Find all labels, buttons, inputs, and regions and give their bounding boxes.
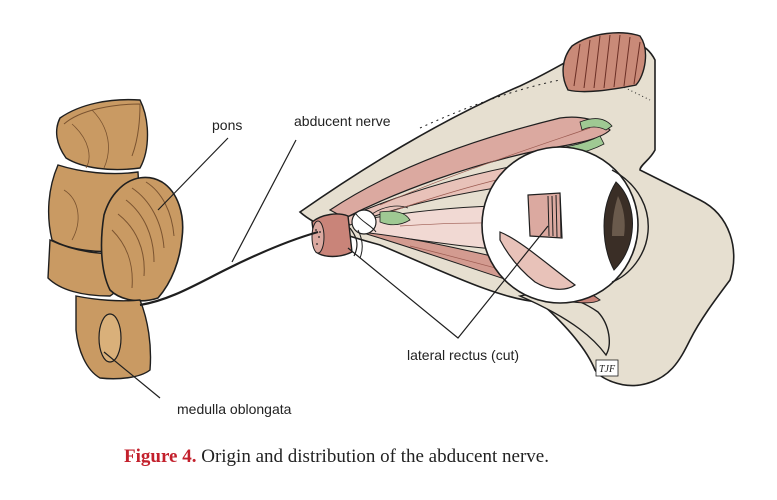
- lateral-rectus-leader: [347, 225, 549, 339]
- svg-text:TJF: TJF: [599, 364, 616, 375]
- abducent-nerve-label: abducent nerve: [294, 113, 391, 129]
- pons-label: pons: [212, 117, 243, 133]
- pons-leader: [157, 137, 229, 211]
- inferior-muscle: [499, 231, 577, 290]
- abducent-nerve-line: [139, 230, 319, 307]
- medulla-leader: [103, 351, 161, 399]
- annular-tendon: [349, 205, 409, 259]
- lateral-rectus-cut-end: [311, 213, 353, 258]
- leader-lines: [103, 137, 549, 399]
- figure-number: Figure 4.: [124, 446, 197, 467]
- medulla-oblongata-label: medulla oblongata: [177, 401, 292, 417]
- lateral-rectus-stump: [527, 192, 563, 239]
- figure-caption: Figure 4. Origin and distribution of the…: [124, 446, 549, 468]
- brainstem: [47, 98, 184, 380]
- frontal-sinus: [562, 32, 647, 93]
- abducent-leader: [231, 139, 297, 263]
- caption-text: Origin and distribution of the abducent …: [201, 446, 549, 467]
- lateral-rectus-label: lateral rectus (cut): [407, 347, 520, 363]
- artist-signature: TJF: [595, 359, 619, 377]
